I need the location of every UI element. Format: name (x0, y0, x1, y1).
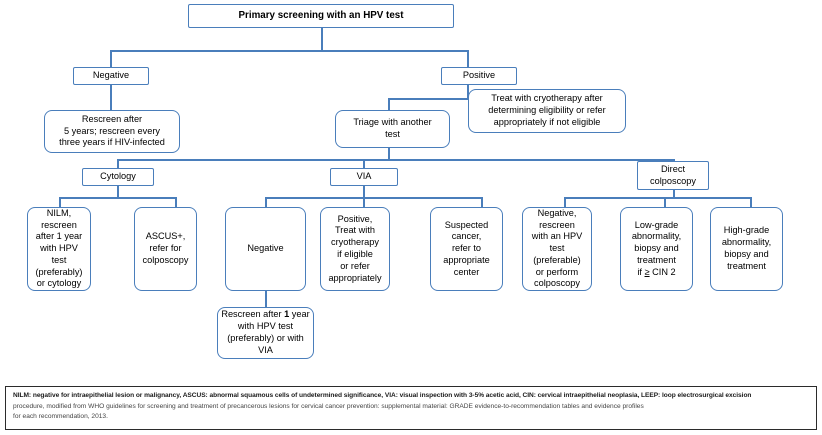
node-via-label: VIA (356, 171, 372, 182)
connector-via-bus (265, 197, 482, 199)
connector-to-colpo-negative (564, 197, 566, 207)
node-negative-label: Negative (92, 70, 130, 81)
connector-cytology-stem (117, 186, 119, 197)
connector-to-cytology (117, 159, 119, 168)
connector-triage-stem (388, 148, 390, 159)
greater-equal-icon: ≥ (644, 266, 650, 277)
connector-to-low-grade (664, 197, 666, 207)
connector-to-high-grade (750, 197, 752, 207)
footnote-abbreviations: NILM: negative for intraepithelial lesio… (5, 386, 817, 430)
connector-colposcopy-bus (564, 197, 751, 199)
connector-via-negative-rescreen (265, 291, 267, 307)
connector-positive-bus (388, 98, 547, 100)
node-via-negative-label: Negative (247, 243, 284, 254)
rescreen-1y-post: year with HPV test (preferably) or with … (227, 309, 310, 355)
connector-to-suspected-cancer (481, 197, 483, 207)
node-positive-label: Positive (462, 70, 496, 81)
footnote-line-1: NILM: negative for intraepithelial lesio… (13, 392, 752, 399)
rescreen-1y-pre: Rescreen after (221, 309, 285, 320)
connector-to-nilm (59, 197, 61, 207)
connector-via-stem (363, 186, 365, 197)
connector-to-triage (388, 98, 390, 110)
node-negative[interactable]: Negative (73, 67, 149, 85)
connector-root-stem (321, 28, 323, 50)
connector-to-via (363, 159, 365, 168)
node-primary-screening-label: Primary screening with an HPV test (238, 9, 404, 21)
connector-to-positive (467, 50, 469, 67)
connector-level3-bus (117, 159, 673, 161)
node-positive[interactable]: Positive (441, 67, 517, 85)
rescreen-1y-number: 1 (284, 309, 290, 320)
connector-colposcopy-stem (673, 190, 675, 197)
node-primary-screening[interactable]: Primary screening with an HPV test (188, 4, 454, 28)
connector-negative-rescreen (110, 85, 112, 110)
node-via[interactable]: VIA (330, 168, 398, 186)
node-rescreen-1-year-via[interactable]: Rescreen after 1 year with HPV test (pre… (217, 307, 314, 359)
connector-cytology-bus (59, 197, 176, 199)
node-rescreen-1-year-via-label: Rescreen after 1 year with HPV test (pre… (221, 309, 310, 356)
connector-to-via-positive (363, 197, 365, 207)
node-via-negative[interactable]: Negative (225, 207, 306, 291)
footnote-line-3: for each recommendation, 2013. (13, 413, 108, 421)
connector-positive-stem (467, 85, 469, 98)
connector-level1-bus (110, 50, 468, 52)
connector-to-ascus (175, 197, 177, 207)
low-grade-post: CIN 2 (649, 266, 676, 277)
connector-to-negative (110, 50, 112, 67)
connector-to-via-negative (265, 197, 267, 207)
node-cytology-label: Cytology (100, 171, 136, 182)
node-cytology[interactable]: Cytology (82, 168, 154, 186)
footnote-line-2: procedure, modified from WHO guidelines … (13, 402, 644, 410)
